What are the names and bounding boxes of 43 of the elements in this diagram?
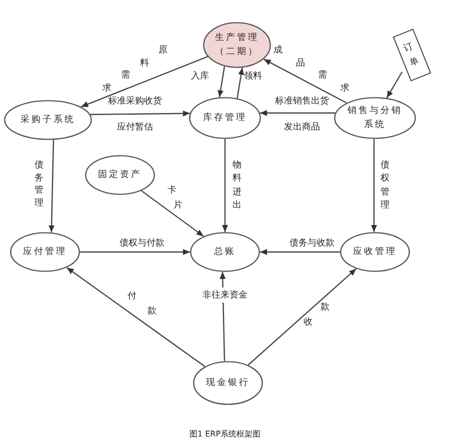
arrow <box>236 68 244 98</box>
arrow <box>222 139 228 232</box>
process-ellipse: 采购子系统 <box>4 100 92 140</box>
edge-label: 债务管理 <box>34 159 44 209</box>
edge-label: 债务与收款 <box>290 237 334 250</box>
arrow <box>260 249 340 255</box>
arrow <box>264 58 347 104</box>
figure-caption: 图1 ERP系统框架图 <box>189 428 261 440</box>
process-ellipse: 现金银行 <box>193 361 263 405</box>
edge-label: 债权与付款 <box>120 237 164 250</box>
order-box: 订单 <box>392 28 432 82</box>
edge-label: 标准销售出货 <box>275 95 329 108</box>
arrow <box>260 110 336 116</box>
edge-label: 卡片 <box>167 184 183 211</box>
process-ellipse: 固定资产 <box>85 155 155 195</box>
process-ellipse: 库存管理 <box>189 97 261 139</box>
arrow <box>141 190 204 237</box>
edge-label: 非往来资金 <box>202 288 248 302</box>
edge-label: 付款 <box>127 290 157 317</box>
arrow <box>218 66 226 98</box>
arrow <box>80 249 190 255</box>
process-ellipse: 生产管理（二期） <box>203 22 271 68</box>
flow-label: 发出商品 <box>284 121 320 134</box>
edge-label: 债权管理 <box>380 159 390 211</box>
edge-label: 入库 <box>191 70 209 82</box>
arrow <box>371 139 377 232</box>
edge-label: 收款 <box>303 301 330 328</box>
arrow <box>90 110 190 116</box>
arrow <box>386 72 403 98</box>
process-ellipse: 销售与分销系统 <box>334 97 416 139</box>
process-ellipse: 总账 <box>190 232 260 272</box>
edge-label: 标准采购收货 <box>108 95 162 108</box>
process-ellipse: 应收管理 <box>340 232 410 272</box>
edge-label: 成品需求 <box>273 44 350 94</box>
edge-label: 领料 <box>244 70 262 82</box>
arrow <box>80 56 208 108</box>
edge-label: 原料需求 <box>102 44 168 94</box>
process-ellipse: 应付管理 <box>10 232 80 272</box>
edge-label: 物料进出 <box>232 159 242 211</box>
arrow <box>48 140 55 232</box>
arrow <box>248 268 356 366</box>
arrow <box>66 267 206 367</box>
flow-label: 应付暂估 <box>117 121 153 134</box>
